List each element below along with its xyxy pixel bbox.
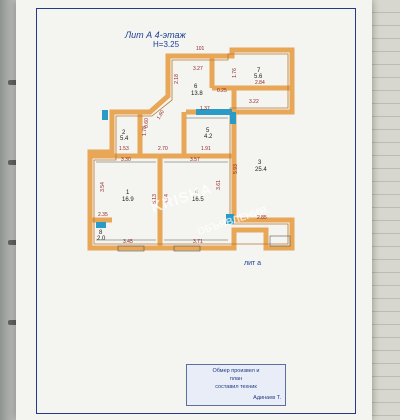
paper-sheet	[16, 0, 372, 420]
window-pane	[117, 245, 145, 252]
room-area: 25.4	[255, 167, 267, 173]
dimension-label: 3.71	[193, 239, 203, 245]
dimension-label: 1.37	[200, 106, 210, 112]
room-area: 13.8	[191, 91, 203, 97]
binder-ring	[8, 320, 22, 325]
dimension-label: 2.84	[255, 80, 265, 86]
dimension-label: 1.53	[119, 146, 129, 152]
stamp-line: план	[229, 376, 243, 382]
dimension-label: 1.76	[231, 68, 238, 78]
window	[230, 112, 236, 124]
dimension-label: 2.35	[98, 212, 108, 218]
ruled-paper-edge	[370, 0, 400, 420]
dimension-label: 1.91	[201, 146, 211, 152]
dimension-label: 0.25	[217, 88, 227, 94]
room-number: 7	[257, 68, 261, 74]
room-area: 5.6	[254, 74, 263, 80]
stamp-signature: Адинаев Т.	[253, 395, 281, 401]
window	[196, 109, 232, 115]
room-area: 16.5	[192, 197, 204, 203]
dimension-label: 2.85	[257, 215, 267, 221]
room-number: 2	[122, 130, 126, 136]
dimension-label: 5.93	[232, 164, 239, 174]
room-area: 2.0	[97, 236, 106, 242]
lit-label: лит а	[244, 260, 262, 267]
dimension-label: 2.70	[158, 146, 168, 152]
window	[96, 222, 106, 228]
dimension-label: 3.45	[123, 239, 133, 245]
room-number: 4	[195, 190, 199, 196]
window-pane	[173, 245, 201, 252]
dimension-label: 3.57	[190, 157, 200, 163]
stamp-line: Обмер произвел и	[212, 368, 260, 374]
room-number: 1	[126, 190, 130, 196]
surveyor-stamp: Обмер произвел и план составил техник Ад…	[186, 364, 286, 406]
room-number: 3	[258, 160, 262, 166]
room-number: 5	[206, 128, 210, 134]
dimension-label: 3.27	[193, 66, 203, 72]
window	[102, 110, 108, 120]
dimension-label: 3.22	[249, 99, 259, 105]
window	[226, 214, 234, 224]
dimension-label: 3.61	[215, 180, 222, 190]
plan-title: Лит А 4-этаж	[125, 30, 186, 40]
dimension-label: 2.18	[173, 74, 180, 84]
binder-ring	[8, 80, 22, 85]
window-pane	[269, 235, 291, 247]
dimension-label: 3.30	[121, 157, 131, 163]
binder-ring	[8, 240, 22, 245]
page-frame	[36, 8, 356, 414]
dimension-label: 0.60	[143, 118, 150, 128]
ceiling-height: H=3.25	[153, 40, 180, 49]
stamp-line: составил техник	[215, 384, 257, 390]
room-area: 5.4	[120, 136, 129, 142]
room-number: 8	[99, 230, 103, 236]
room-area: 16.9	[122, 197, 134, 203]
room-area: 4.2	[204, 134, 213, 140]
top-marker: 101	[196, 46, 205, 52]
binder-ring	[8, 160, 22, 165]
room-number: 6	[194, 84, 198, 90]
dimension-label: 3.54	[99, 182, 106, 192]
